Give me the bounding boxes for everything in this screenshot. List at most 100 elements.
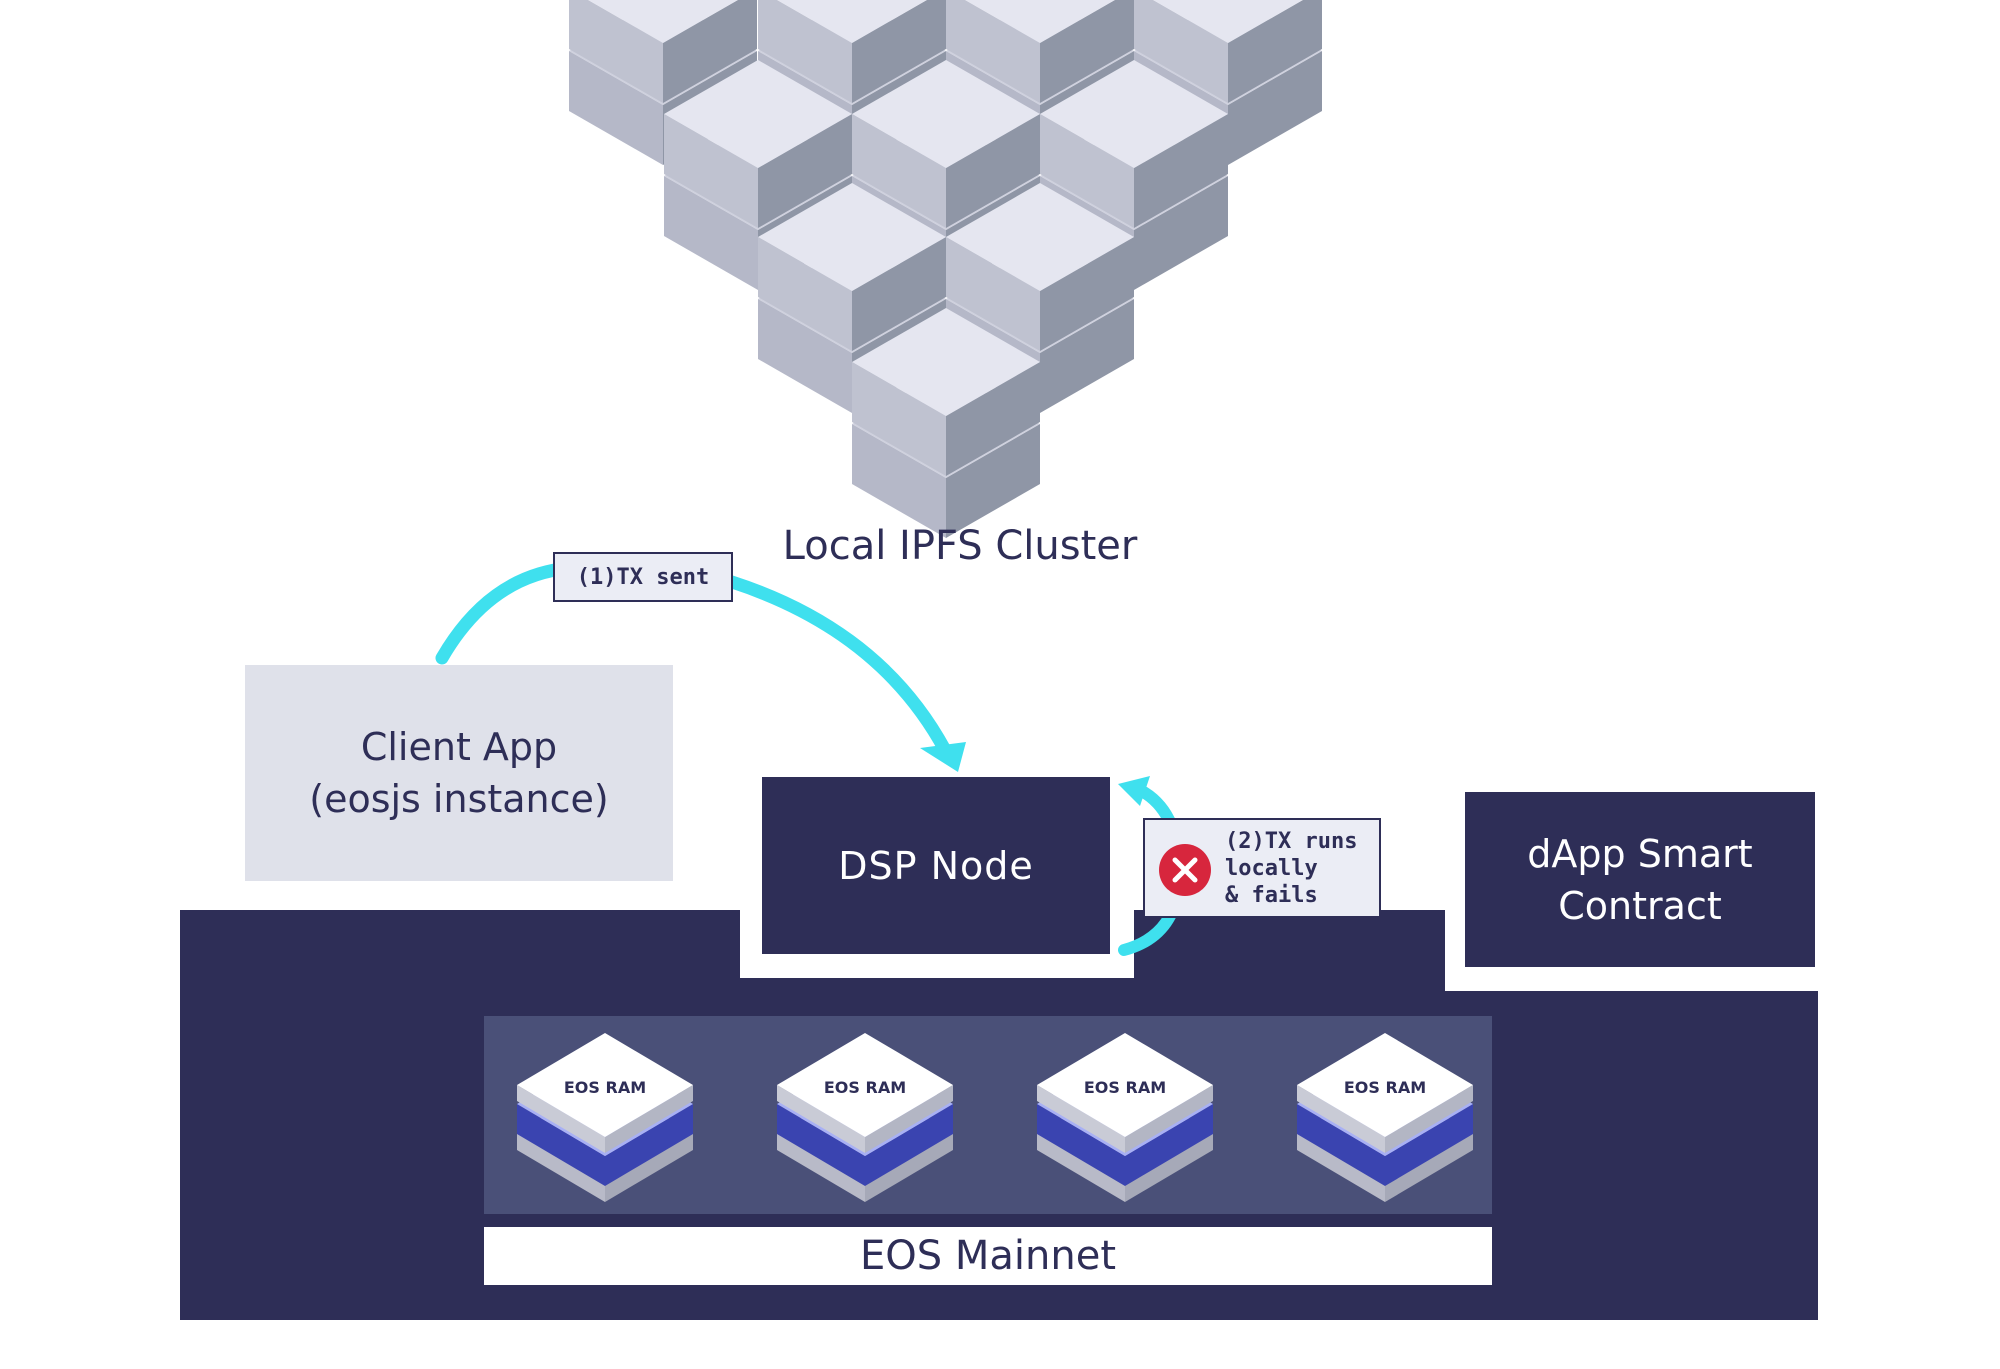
client-app-box: Client App (eosjs instance) xyxy=(245,665,673,881)
cube-right-face xyxy=(946,424,1040,538)
cube-left-face xyxy=(852,362,946,476)
cluster-cube xyxy=(1040,60,1228,228)
cube-left-face xyxy=(664,114,758,228)
cluster-cube xyxy=(946,183,1134,351)
cube-left-face xyxy=(758,0,852,103)
cube-left-face xyxy=(777,1085,865,1153)
cube-right-face xyxy=(852,237,946,351)
eos-ram-label: EOS RAM xyxy=(823,1078,907,1097)
cube-right-face xyxy=(1040,237,1134,351)
cluster-cube xyxy=(569,0,757,103)
cube-left-face xyxy=(664,176,758,290)
cube-top-face xyxy=(777,1033,953,1137)
cube-left-face xyxy=(1037,1132,1125,1202)
cube-top-face xyxy=(1297,1033,1473,1137)
client-app-subtitle: (eosjs instance) xyxy=(309,777,609,821)
cube-left-face xyxy=(777,1104,865,1186)
cube-top-face xyxy=(852,308,1040,416)
eos-ram-label: EOS RAM xyxy=(1083,1078,1167,1097)
cube-right-face xyxy=(1134,114,1228,228)
cube-right-face xyxy=(605,1085,693,1153)
cube-top-face xyxy=(1153,0,1303,43)
cube-left-face xyxy=(1040,114,1134,228)
cube-top-face xyxy=(946,183,1134,291)
cube-right-face xyxy=(1134,176,1228,290)
cube-left-face xyxy=(1297,1104,1385,1186)
cube-right-face xyxy=(865,1104,953,1186)
cube-right-face xyxy=(663,0,757,103)
cube-left-face xyxy=(517,1104,605,1186)
client-app-title: Client App xyxy=(360,725,558,769)
cube-right-face xyxy=(605,1104,693,1186)
cube-right-face xyxy=(1125,1132,1213,1202)
dapp-contract-line2: Contract xyxy=(1558,883,1722,928)
eos-ram-label: EOS RAM xyxy=(563,1078,647,1097)
cube-right-face xyxy=(1040,299,1134,413)
cube-right-face xyxy=(1385,1085,1473,1153)
cube-left-face xyxy=(517,1085,605,1153)
cube-top-face xyxy=(965,0,1115,43)
cube-right-face xyxy=(865,1132,953,1202)
step-2-tx-fails-label: (2)TX runs locally & fails xyxy=(1143,818,1381,918)
cube-right-face xyxy=(946,362,1040,476)
dsp-node-box: DSP Node xyxy=(762,777,1110,954)
cluster-cube xyxy=(664,60,852,228)
cube-top-face xyxy=(1040,60,1228,168)
eos-ram-label: EOS RAM xyxy=(1343,1078,1427,1097)
ipfs-cluster-cubes xyxy=(569,0,1322,538)
cube-top-face xyxy=(777,0,927,43)
cube-left-face xyxy=(777,1132,865,1202)
cube-left-face xyxy=(1037,1085,1125,1153)
cube-right-face xyxy=(605,1132,693,1202)
cube-right-face xyxy=(1125,1085,1213,1153)
cube-left-face xyxy=(1134,0,1228,103)
cube-left-face xyxy=(569,0,663,103)
dapp-contract-line1: dApp Smart xyxy=(1527,831,1753,876)
cube-right-face xyxy=(1228,51,1322,165)
tx-fails-text: (2)TX runs locally & fails xyxy=(1225,828,1358,908)
cube-top-face xyxy=(664,60,852,168)
error-icon xyxy=(1159,844,1211,896)
cluster-cube xyxy=(758,183,946,351)
tx-sent-arrow xyxy=(435,561,952,757)
cube-right-face xyxy=(865,1085,953,1153)
ram-top-plate xyxy=(1037,1033,1213,1153)
ram-top-plate xyxy=(777,1033,953,1153)
cube-left-face xyxy=(946,0,1040,103)
tx-fails-arrowhead xyxy=(1118,776,1150,806)
ram-top-plate xyxy=(1297,1033,1473,1153)
ipfs-cluster-label: Local IPFS Cluster xyxy=(782,523,1138,569)
cube-left-face xyxy=(1297,1132,1385,1202)
cube-left-face xyxy=(852,424,946,538)
cube-left-face xyxy=(517,1132,605,1202)
cube-right-face xyxy=(758,114,852,228)
cube-right-face xyxy=(1385,1132,1473,1202)
step-1-tx-sent-label: (1)TX sent xyxy=(553,552,733,602)
cluster-cube xyxy=(852,308,1040,476)
cube-left-face xyxy=(1037,1104,1125,1186)
dapp-smart-contract-box: dApp Smart Contract xyxy=(1465,792,1815,967)
cube-right-face xyxy=(1228,0,1322,103)
cube-top-face xyxy=(758,183,946,291)
cube-right-face xyxy=(1125,1104,1213,1186)
tx-sent-arrowhead xyxy=(920,742,966,772)
cube-right-face xyxy=(852,0,946,103)
cube-left-face xyxy=(758,299,852,413)
ram-top-plate xyxy=(517,1033,693,1153)
cube-left-face xyxy=(569,51,663,165)
cluster-cube xyxy=(852,60,1040,228)
cluster-cube xyxy=(946,0,1134,103)
cube-right-face xyxy=(1040,0,1134,103)
eos-mainnet-label: EOS Mainnet xyxy=(484,1227,1492,1285)
cube-top-face xyxy=(1037,1033,1213,1137)
cube-top-face xyxy=(852,60,1040,168)
cube-left-face xyxy=(1297,1085,1385,1153)
cluster-cube xyxy=(1134,0,1322,103)
cube-right-face xyxy=(946,114,1040,228)
cube-top-face xyxy=(517,1033,693,1137)
cube-right-face xyxy=(1385,1104,1473,1186)
eos-ram-blocks xyxy=(517,1033,1473,1202)
cluster-cube xyxy=(758,0,946,103)
cube-left-face xyxy=(758,237,852,351)
